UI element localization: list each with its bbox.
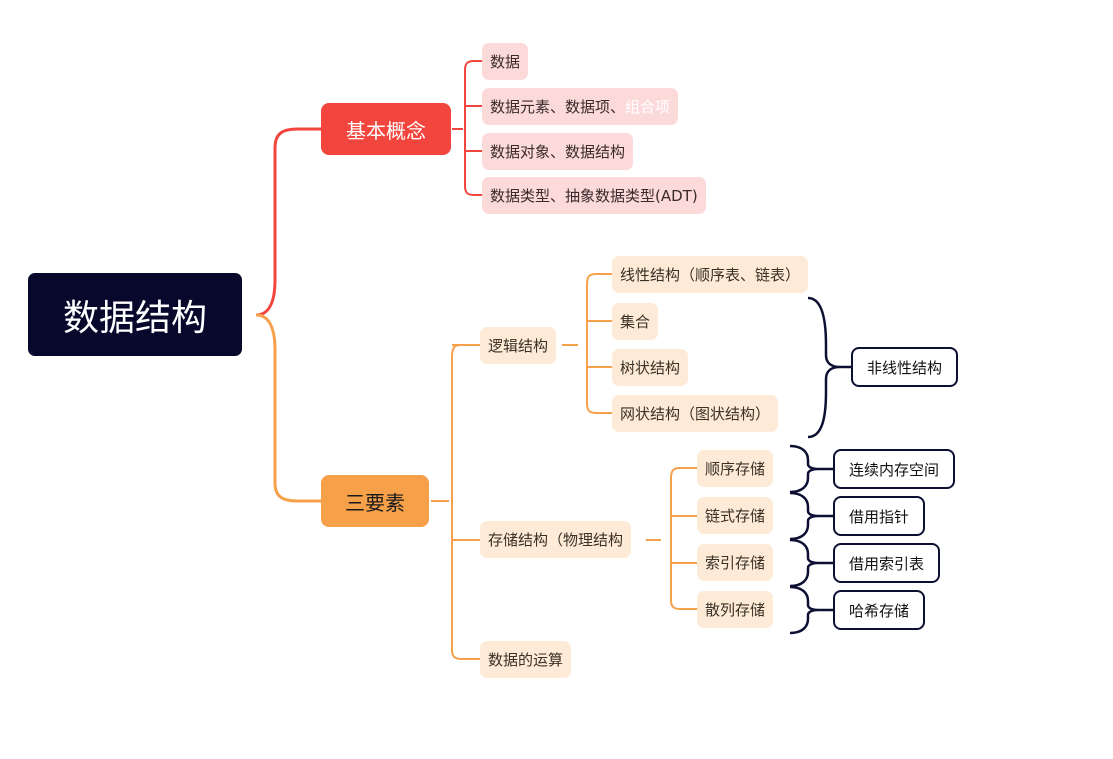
node-storage-structure[interactable]: 存储结构（物理结构: [480, 521, 632, 558]
leaf-data-type[interactable]: 数据类型、抽象数据类型(ADT): [482, 177, 706, 214]
leaf-label: 索引存储: [705, 554, 766, 572]
root-label: 数据结构: [62, 297, 207, 339]
leaf-label: 数据: [490, 53, 521, 71]
leaf-sequential-storage[interactable]: 顺序存储: [697, 450, 774, 487]
leaf-data-object[interactable]: 数据对象、数据结构: [482, 133, 634, 170]
summary-label: 连续内存空间: [849, 460, 940, 479]
summary-pointer[interactable]: 借用指针: [833, 496, 926, 536]
summary-label: 非线性结构: [867, 358, 943, 377]
leaf-hash-storage[interactable]: 散列存储: [697, 591, 774, 628]
leaf-set[interactable]: 集合: [612, 303, 659, 340]
branch-label: 基本概念: [346, 118, 426, 143]
leaf-label: 链式存储: [705, 507, 766, 525]
leaf-label: 数据元素、数据项、: [490, 98, 626, 116]
branch-three-elements[interactable]: 三要素: [321, 475, 429, 527]
leaf-data[interactable]: 数据: [482, 43, 529, 80]
leaf-label: 顺序存储: [705, 460, 766, 478]
summary-index-table[interactable]: 借用索引表: [833, 543, 941, 583]
leaf-label: 数据类型、抽象数据类型(ADT): [490, 187, 698, 205]
leaf-tree-structure[interactable]: 树状结构: [612, 349, 689, 386]
leaf-label: 线性结构（顺序表、链表）: [620, 266, 801, 284]
leaf-indexed-storage[interactable]: 索引存储: [697, 544, 774, 581]
leaf-linked-storage[interactable]: 链式存储: [697, 497, 774, 534]
branch-basic-concepts[interactable]: 基本概念: [321, 103, 451, 155]
node-logical-structure[interactable]: 逻辑结构: [480, 327, 557, 364]
leaf-linear-structure[interactable]: 线性结构（顺序表、链表）: [612, 256, 809, 293]
leaf-highlight: 组合项: [625, 98, 671, 116]
root-node[interactable]: 数据结构: [28, 273, 242, 356]
leaf-data-element[interactable]: 数据元素、数据项、组合项: [482, 88, 679, 125]
leaf-graph-structure[interactable]: 网状结构（图状结构）: [612, 395, 779, 432]
leaf-label: 网状结构（图状结构）: [620, 405, 771, 423]
summary-label: 借用指针: [849, 507, 910, 526]
branch-label: 三要素: [345, 490, 405, 515]
leaf-label: 集合: [620, 313, 651, 331]
node-label: 逻辑结构: [488, 337, 549, 355]
summary-label: 借用索引表: [849, 554, 925, 573]
summary-nonlinear[interactable]: 非线性结构: [851, 347, 959, 387]
leaf-label: 树状结构: [620, 359, 681, 377]
node-label: 数据的运算: [488, 651, 564, 669]
node-data-operations[interactable]: 数据的运算: [480, 641, 572, 678]
summary-label: 哈希存储: [849, 601, 910, 620]
summary-hash[interactable]: 哈希存储: [833, 590, 926, 630]
leaf-label: 数据对象、数据结构: [490, 143, 626, 161]
node-label: 存储结构（物理结构: [488, 531, 624, 549]
summary-contiguous-memory[interactable]: 连续内存空间: [833, 449, 956, 489]
leaf-label: 散列存储: [705, 601, 766, 619]
